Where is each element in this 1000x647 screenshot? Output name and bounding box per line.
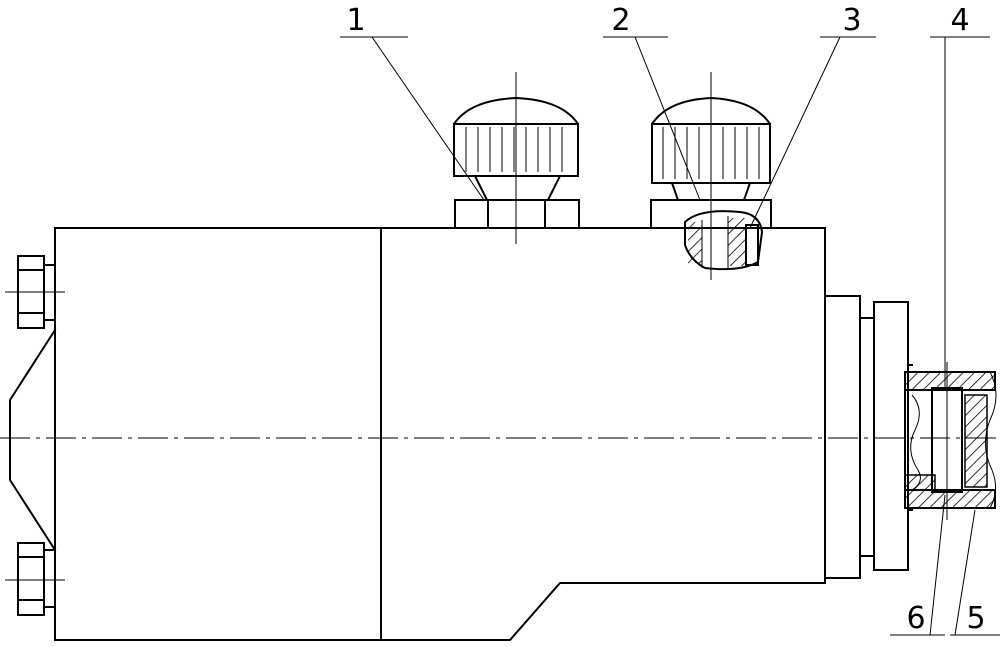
left-upper-bolt	[5, 255, 65, 329]
left-lower-bolt	[5, 542, 65, 616]
knob-1	[452, 72, 580, 244]
part-label-4: 4	[950, 3, 969, 38]
part-label-1: 1	[346, 3, 365, 38]
left-end-cap	[9, 328, 57, 552]
part-label-6: 6	[906, 601, 925, 636]
main-housing	[54, 227, 826, 641]
part-label-2: 2	[611, 3, 630, 38]
part-label-3: 3	[842, 3, 861, 38]
knob-2	[650, 72, 772, 280]
part-label-5: 5	[966, 601, 985, 636]
leader-lines	[340, 36, 1000, 636]
right-flanges	[824, 295, 913, 579]
right-shaft-section	[904, 362, 997, 520]
section-cutout-3	[684, 210, 764, 271]
